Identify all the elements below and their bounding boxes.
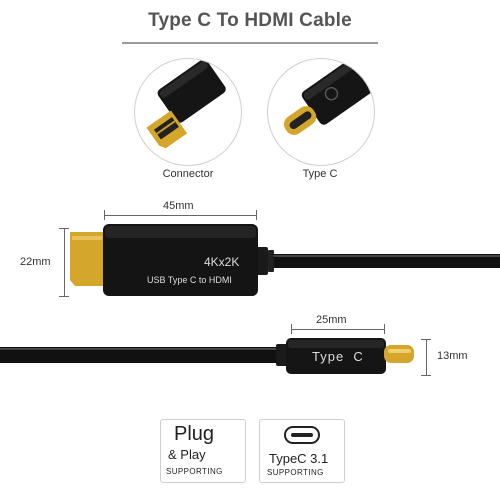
adapter-width-line bbox=[104, 215, 256, 216]
typec-31-badge: TypeC 3.1 SUPPORTING bbox=[259, 419, 345, 483]
title-underline bbox=[122, 42, 378, 44]
typec-detail-circle bbox=[267, 58, 375, 166]
connector-caption: Connector bbox=[162, 168, 214, 180]
adapter-label-sub: USB Type C to HDMI bbox=[147, 275, 232, 285]
adapter-height-tick-top bbox=[59, 228, 69, 229]
badge-play-text: & Play bbox=[168, 447, 206, 462]
badge-typec-text: TypeC 3.1 bbox=[269, 451, 329, 466]
usb-c-width-line bbox=[291, 329, 384, 330]
adapter-height-label: 22mm bbox=[20, 256, 51, 268]
adapter-width-label: 45mm bbox=[163, 200, 194, 212]
hdmi-plug-icon bbox=[146, 59, 226, 149]
badge-supporting-text: SUPPORTING bbox=[166, 467, 223, 476]
adapter-height-line bbox=[64, 228, 65, 296]
usb-c-port-icon bbox=[284, 426, 320, 444]
usb-c-height-tick-bottom bbox=[421, 375, 431, 376]
usb-c-width-tick-left bbox=[291, 324, 292, 334]
connector-detail-circle bbox=[134, 58, 242, 166]
typec-caption: Type C bbox=[302, 168, 338, 180]
adapter-width-tick-left bbox=[104, 210, 105, 220]
usb-c-height-label: 13mm bbox=[437, 350, 468, 362]
adapter-label-main: 4Kx2K bbox=[204, 255, 240, 269]
badge-typec-supporting: SUPPORTING bbox=[267, 468, 324, 477]
adapter-height-tick-bottom bbox=[59, 296, 69, 297]
usb-c-height-line bbox=[426, 339, 427, 375]
usb-c-plug-label: Type C bbox=[312, 349, 364, 364]
usb-c-plug-icon bbox=[283, 59, 374, 135]
usb-c-height-tick-top bbox=[421, 339, 431, 340]
usb-c-width-label: 25mm bbox=[316, 314, 347, 326]
plug-and-play-badge: Plug & Play SUPPORTING bbox=[160, 419, 246, 483]
page-title: Type C To HDMI Cable bbox=[148, 10, 352, 31]
badge-plug-text: Plug bbox=[174, 423, 215, 445]
adapter-width-tick-right bbox=[256, 210, 257, 220]
usb-c-width-tick-right bbox=[384, 324, 385, 334]
